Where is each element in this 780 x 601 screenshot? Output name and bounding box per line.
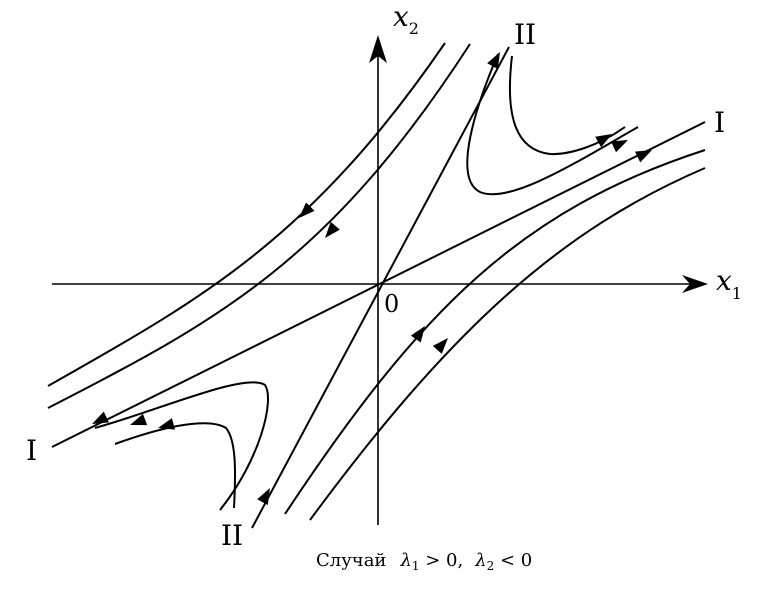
- arrow-separatrix-I-right: [634, 150, 652, 163]
- arrow-lower-right-1: [410, 326, 425, 343]
- arrow-lower-left-outer: [158, 418, 176, 430]
- label-II-bottom: II: [221, 519, 243, 552]
- label-II-top: II: [514, 18, 536, 51]
- arrow-lower-right-2: [432, 338, 448, 354]
- trajectory-lower-right-1: [284, 149, 706, 515]
- x-axis-label: x1: [716, 264, 742, 303]
- x-axis-arrowhead: [682, 275, 708, 293]
- arrow-upper-right-outer: [610, 140, 628, 153]
- arrow-upper-right-inner: [595, 134, 612, 148]
- arrow-separatrix-I-left: [92, 411, 110, 424]
- label-I-right: I: [714, 106, 725, 139]
- arrow-upper-left-2: [325, 221, 340, 238]
- arrow-upper-left-1: [299, 202, 315, 218]
- origin-label: 0: [384, 290, 399, 318]
- arrow-separatrix-II-top: [487, 52, 500, 69]
- arrow-lower-left-inner: [130, 413, 148, 426]
- y-axis-label: x2: [393, 0, 419, 38]
- trajectory-lower-left-outer: [94, 381, 269, 511]
- arrow-separatrix-II-bottom: [257, 488, 270, 505]
- label-I-left: I: [26, 434, 37, 467]
- trajectory-lower-left-inner: [114, 422, 237, 509]
- y-axis-arrowhead: [369, 35, 387, 63]
- trajectory-upper-left-2: [47, 43, 471, 409]
- separatrix-II: [251, 46, 510, 529]
- direction-arrows: [92, 52, 652, 505]
- separatrix-I: [51, 121, 706, 448]
- trajectory-upper-right-inner: [508, 55, 626, 156]
- trajectory-upper-right-outer: [466, 53, 639, 196]
- trajectory-lower-right-2: [309, 167, 706, 521]
- trajectory-upper-left-1: [47, 42, 446, 387]
